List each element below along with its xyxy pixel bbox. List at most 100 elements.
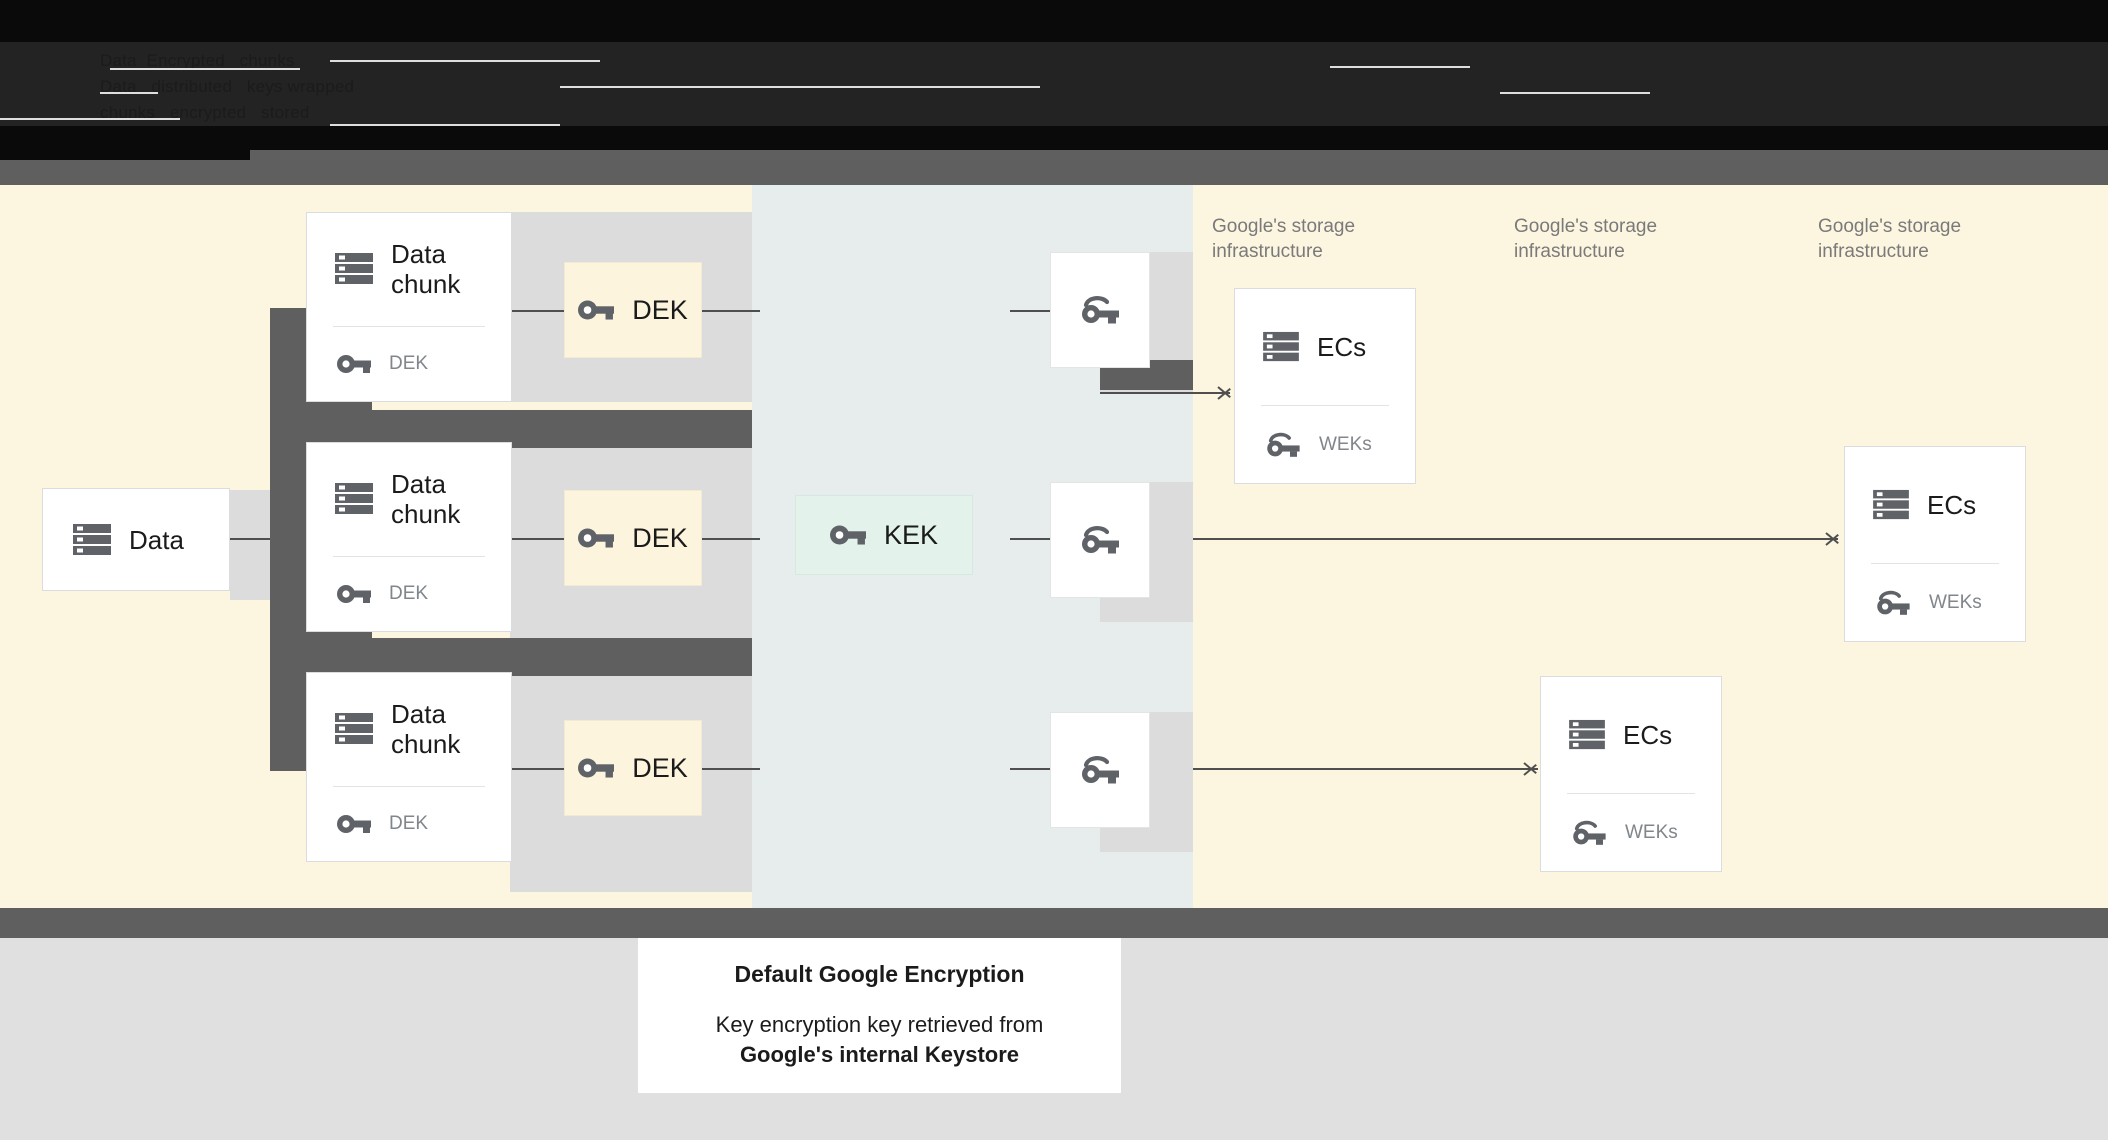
card-chunk-key-label: DEK [389, 582, 429, 604]
key-icon [578, 756, 615, 780]
card-ecs-title: ECs [1927, 490, 1977, 521]
card-chunk-footer: DEK [307, 557, 511, 631]
banner-underline [330, 124, 560, 126]
arrow-head-ec2 [1826, 529, 1840, 547]
card-ecs-header: ECs [1235, 289, 1415, 405]
connector-chunk2-dek [512, 538, 564, 540]
card-ecs[interactable]: ECs WEKs [1844, 446, 2026, 642]
key-icon [578, 298, 615, 322]
box-dek-label: DEK [632, 752, 688, 783]
storage-label: Google's storage infrastructure [1818, 216, 1962, 262]
box-dek-label: DEK [632, 294, 688, 325]
banner-underline [1500, 92, 1650, 94]
banner-underline [1330, 66, 1470, 68]
card-ecs[interactable]: ECs WEKs [1234, 288, 1416, 484]
box-dek[interactable]: DEK [564, 490, 702, 586]
banner-underline [330, 60, 600, 62]
card-ecs-header: ECs [1541, 677, 1721, 793]
card-chunk-footer: DEK [307, 327, 511, 401]
key-icon [829, 523, 866, 547]
box-kek[interactable]: KEK [795, 495, 973, 575]
box-kek-label: KEK [883, 519, 939, 550]
card-ecs-title: ECs [1623, 720, 1673, 751]
card-ecs-title: ECs [1317, 332, 1367, 363]
card-ecs-footer: WEKs [1541, 794, 1721, 871]
bottom-grey-band [0, 908, 2108, 938]
storage-label: Google's storage infrastructure [1514, 216, 1658, 262]
connector-centre-wkey3 [1010, 768, 1050, 770]
card-data-chunk[interactable]: Data chunk DEK [306, 442, 512, 632]
card-ecs[interactable]: ECs WEKs [1540, 676, 1722, 872]
arrow-head-ec3 [1524, 759, 1538, 777]
box-wrapped-key[interactable] [1050, 482, 1150, 598]
storage-icon [335, 482, 373, 516]
storage-icon [1263, 331, 1299, 363]
card-ecs-key-label: WEKs [1625, 821, 1678, 843]
top-grey-band [0, 160, 2108, 185]
wrapped-key-icon [1875, 589, 1911, 617]
caption-title: Default Google Encryption [734, 961, 1025, 987]
connector-dek3-centre [700, 768, 760, 770]
key-icon [337, 583, 371, 605]
key-icon [578, 526, 615, 550]
card-data-chunk[interactable]: Data chunk DEK [306, 672, 512, 862]
connector-wkey3-ec3 [1193, 768, 1538, 770]
caption-line-1: Key encryption key retrieved from [715, 1012, 1044, 1037]
connector-chunk1-dek [512, 310, 564, 312]
storage-icon [335, 252, 373, 286]
card-ecs-key-label: WEKs [1319, 433, 1372, 455]
card-ecs-footer: WEKs [1235, 406, 1415, 483]
card-ecs-key-label: WEKs [1929, 591, 1982, 613]
wrapped-key-icon [1080, 754, 1120, 786]
connector-dek2-centre [700, 538, 760, 540]
banner-text-fragment-1: Data Encrypted chunks [100, 51, 295, 70]
box-dek[interactable]: DEK [564, 262, 702, 358]
wrapped-key-icon [1080, 524, 1120, 556]
banner-underline [110, 68, 300, 70]
card-ecs-footer: WEKs [1845, 564, 2025, 641]
key-icon [337, 813, 371, 835]
card-chunk-header: Data chunk [307, 443, 511, 556]
storage-icon [73, 523, 111, 557]
key-icon [337, 353, 371, 375]
card-chunk-key-label: DEK [389, 352, 429, 374]
card-chunk-footer: DEK [307, 787, 511, 861]
wrapped-key-icon [1265, 431, 1301, 459]
overlay-horizontal-1 [270, 410, 752, 448]
wrapped-key-icon [1080, 294, 1120, 326]
storage-label: Google's storage infrastructure [1212, 216, 1356, 262]
banner-underline [0, 118, 180, 120]
connector-centre-wkey1 [1010, 310, 1050, 312]
connector-centre-wkey2 [1010, 538, 1050, 540]
box-wrapped-key[interactable] [1050, 252, 1150, 368]
banner-text-fragment-3: chunks encrypted stored [100, 103, 310, 122]
storage-icon [335, 712, 373, 746]
overlay-horizontal-2 [270, 638, 752, 676]
caption-body: Key encryption key retrieved from Google… [716, 1010, 1044, 1070]
card-ecs-header: ECs [1845, 447, 2025, 563]
card-divider [1261, 405, 1389, 407]
card-data[interactable]: Data [42, 488, 230, 591]
box-dek[interactable]: DEK [564, 720, 702, 816]
card-chunk-title: Data chunk [391, 699, 461, 760]
card-chunk-title: Data chunk [391, 239, 461, 300]
banner-text-fragment-2: Data distributed keys wrapped [100, 77, 355, 96]
connector-wkey2-ec2 [1193, 538, 1838, 540]
connector-chunk3-dek [512, 768, 564, 770]
card-data-title: Data [129, 524, 184, 555]
card-divider [333, 325, 485, 327]
card-divider [333, 785, 485, 787]
card-chunk-header: Data chunk [307, 213, 511, 326]
storage-icon [1569, 719, 1605, 751]
card-chunk-title: Data chunk [391, 469, 461, 530]
wrapped-key-icon [1571, 819, 1607, 847]
box-dek-label: DEK [632, 522, 688, 553]
box-wrapped-key[interactable] [1050, 712, 1150, 828]
card-chunk-header: Data chunk [307, 673, 511, 786]
connector-wkey1-ec1 [1100, 392, 1230, 394]
card-chunk-key-label: DEK [389, 812, 429, 834]
card-divider [333, 555, 485, 557]
arrow-head-ec1 [1218, 383, 1232, 401]
card-data-chunk[interactable]: Data chunk DEK [306, 212, 512, 402]
